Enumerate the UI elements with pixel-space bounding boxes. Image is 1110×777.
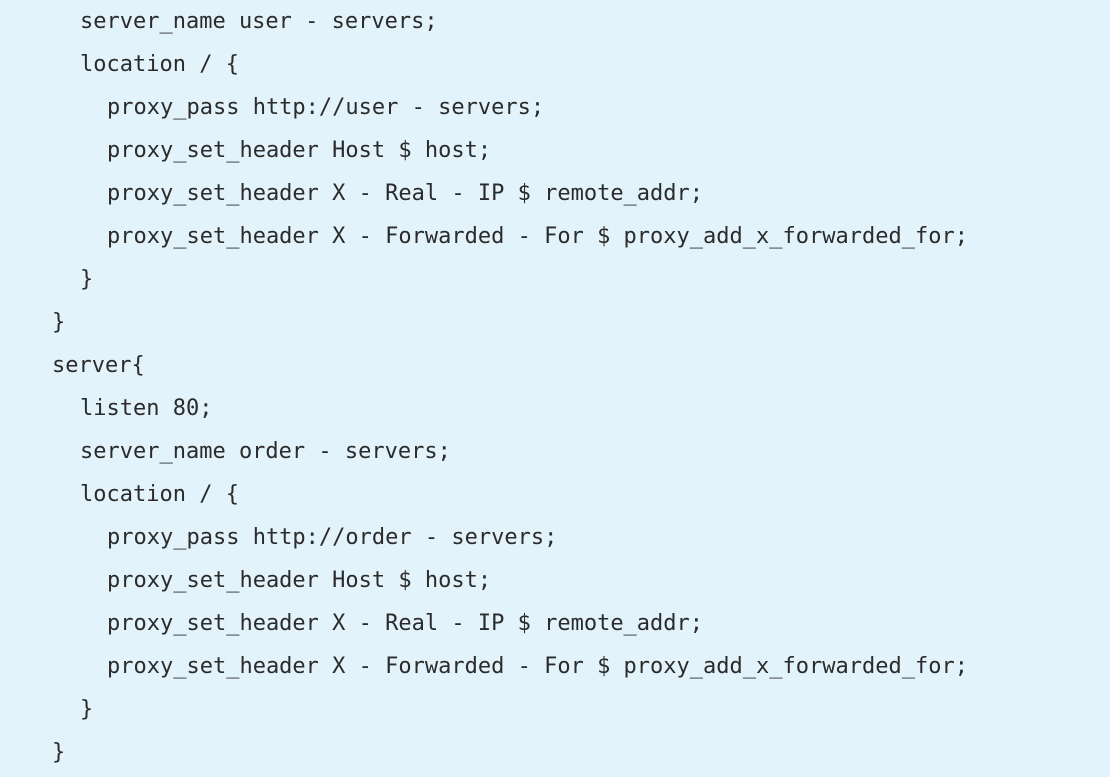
code-line: listen 80;: [80, 396, 213, 421]
code-line: proxy_set_header X - Forwarded - For $ p…: [107, 224, 968, 249]
code-line: proxy_pass http://user - servers;: [107, 95, 545, 120]
code-line: location / {: [80, 482, 239, 507]
code-line: proxy_set_header X - Forwarded - For $ p…: [107, 654, 968, 679]
code-line: server_name order - servers;: [80, 439, 451, 464]
code-line: proxy_pass http://order - servers;: [107, 525, 558, 550]
code-line: }: [52, 310, 66, 335]
code-line: proxy_set_header X - Real - IP $ remote_…: [107, 611, 704, 636]
code-line: }: [80, 697, 94, 722]
code-line: }: [52, 740, 66, 765]
code-line: location / {: [80, 52, 239, 77]
code-line: server{: [52, 353, 145, 378]
code-line: proxy_set_header Host $ host;: [107, 138, 492, 163]
code-line: proxy_set_header Host $ host;: [107, 568, 492, 593]
code-line: server_name user - servers;: [80, 9, 438, 34]
code-line: proxy_set_header X - Real - IP $ remote_…: [107, 181, 704, 206]
code-line: }: [80, 267, 94, 292]
